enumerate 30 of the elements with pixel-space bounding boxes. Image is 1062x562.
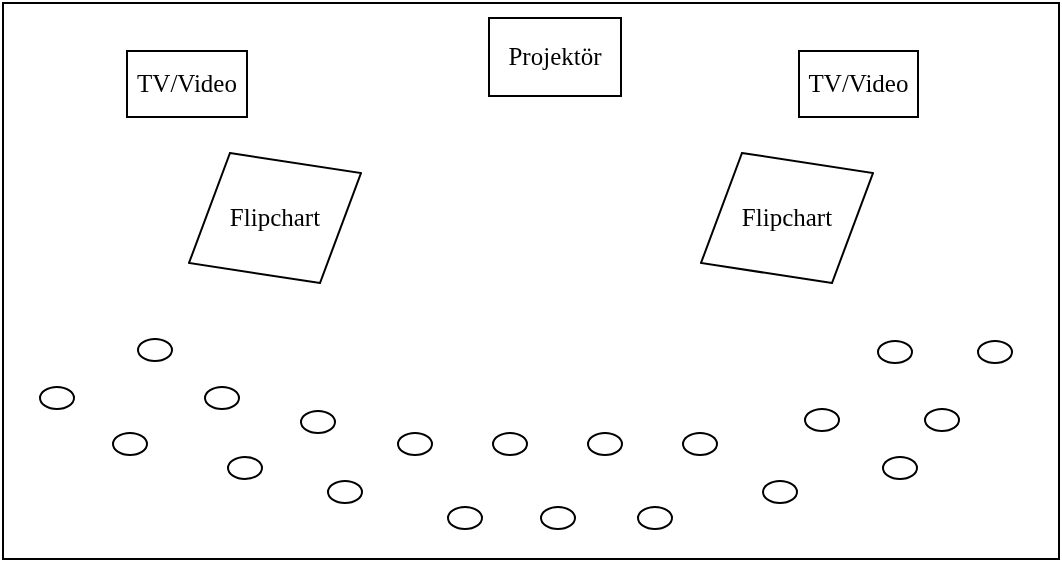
seat-marker: [882, 456, 918, 480]
equipment-box: [126, 50, 248, 118]
seat-marker: [587, 432, 623, 456]
equipment-box: [488, 17, 622, 97]
seat-marker: [447, 506, 483, 530]
seat-marker: [682, 432, 718, 456]
seat-marker: [637, 506, 673, 530]
seat-marker: [762, 480, 798, 504]
seat-marker: [112, 432, 148, 456]
equipment-label: Flipchart: [229, 204, 321, 232]
seat-marker: [39, 386, 75, 410]
seat-marker: [540, 506, 576, 530]
seat-marker: [924, 408, 960, 432]
seat-marker: [300, 410, 336, 434]
equipment-label: TV/Video: [137, 70, 237, 98]
equipment-label: TV/Video: [808, 70, 909, 98]
seat-marker: [977, 340, 1013, 364]
seat-marker: [877, 340, 913, 364]
seat-marker: [397, 432, 433, 456]
seat-marker: [492, 432, 528, 456]
equipment-label: Flipchart: [741, 204, 833, 232]
seat-marker: [137, 338, 173, 362]
equipment-box: [798, 50, 919, 118]
seat-marker: [204, 386, 240, 410]
flipchart-board: [700, 152, 874, 284]
seat-marker: [804, 408, 840, 432]
equipment-label: Projektör: [508, 43, 602, 71]
seat-marker: [327, 480, 363, 504]
seat-marker: [227, 456, 263, 480]
flipchart-board: [188, 152, 362, 284]
